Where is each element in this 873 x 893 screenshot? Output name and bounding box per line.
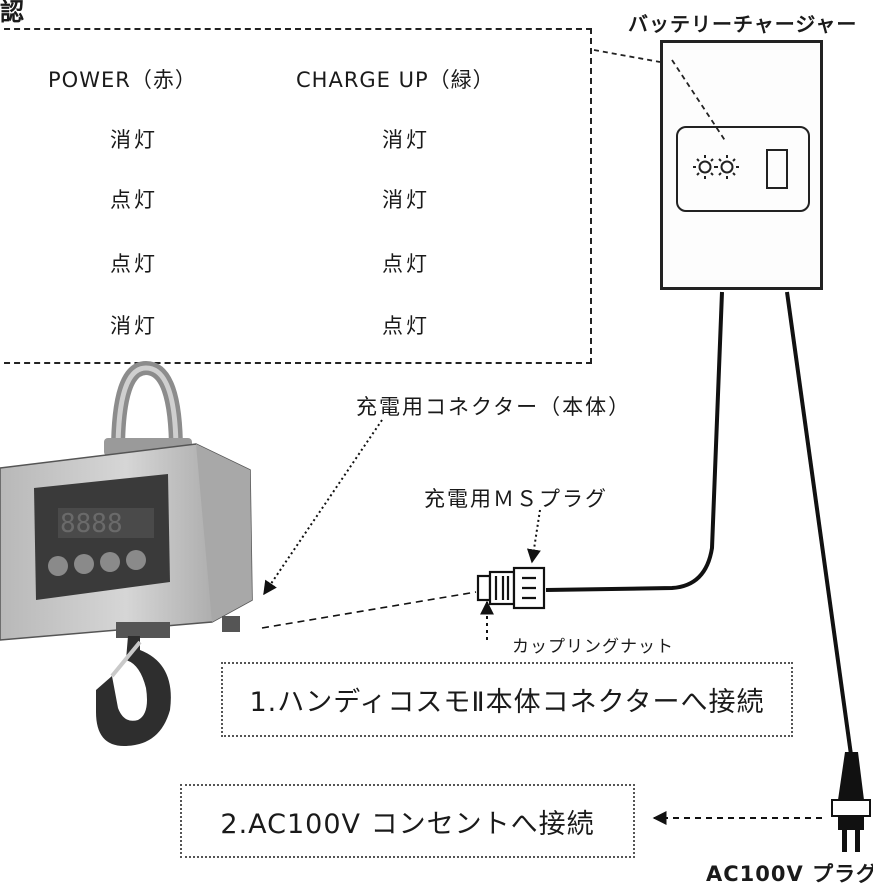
section-title-fragment: 認 xyxy=(0,0,24,26)
table-cell: 点灯 xyxy=(382,314,430,338)
table-cell: 消灯 xyxy=(110,314,158,338)
step-1-text: 1.ハンディコスモⅡ本体コネクターへ接続 xyxy=(249,687,765,718)
connection-line xyxy=(261,591,477,629)
column-header-charge-up: CHARGE UP（緑） xyxy=(296,68,495,92)
table-cell: 点灯 xyxy=(382,252,430,276)
ms-plug-label: 充電用ＭＳプラグ xyxy=(424,487,608,511)
table-cell: 消灯 xyxy=(382,188,430,212)
charger-panel xyxy=(676,126,810,212)
table-cell: 点灯 xyxy=(110,252,158,276)
step-2-box: 2.AC100V コンセントへ接続 xyxy=(180,784,635,858)
step-1-box: 1.ハンディコスモⅡ本体コネクターへ接続 xyxy=(221,662,793,737)
status-table: POWER（赤） CHARGE UP（緑） 消灯 消灯 点灯 消灯 点灯 点灯 … xyxy=(0,28,592,364)
step-2-text: 2.AC100V コンセントへ接続 xyxy=(220,808,595,840)
connector-body-arrow xyxy=(263,419,383,596)
connector-body-label: 充電用コネクター（本体） xyxy=(356,395,632,419)
battery-charger xyxy=(660,40,823,290)
svg-text:8888: 8888 xyxy=(60,509,123,539)
ms-plug-arrow xyxy=(526,509,541,564)
ms-plug-icon xyxy=(476,566,546,610)
column-header-power: POWER（赤） xyxy=(48,68,197,92)
indicator-lamps-icon xyxy=(693,155,739,179)
table-cell: 消灯 xyxy=(110,128,158,152)
ac-plug-label: AC100V プラグ xyxy=(706,862,873,886)
charger-cable xyxy=(545,291,724,592)
ac-cable xyxy=(785,291,854,763)
table-leader-line xyxy=(593,49,661,63)
panel-leader-line xyxy=(671,59,727,143)
table-cell: 消灯 xyxy=(382,128,430,152)
charger-label: バッテリーチャージャー xyxy=(628,12,858,36)
coupling-nut-label: カップリングナット xyxy=(512,637,674,657)
crane-scale-illustration: 8888 xyxy=(0,360,253,746)
ac-plug-icon xyxy=(831,752,871,852)
table-cell: 点灯 xyxy=(110,188,158,212)
power-switch-icon xyxy=(766,149,788,189)
